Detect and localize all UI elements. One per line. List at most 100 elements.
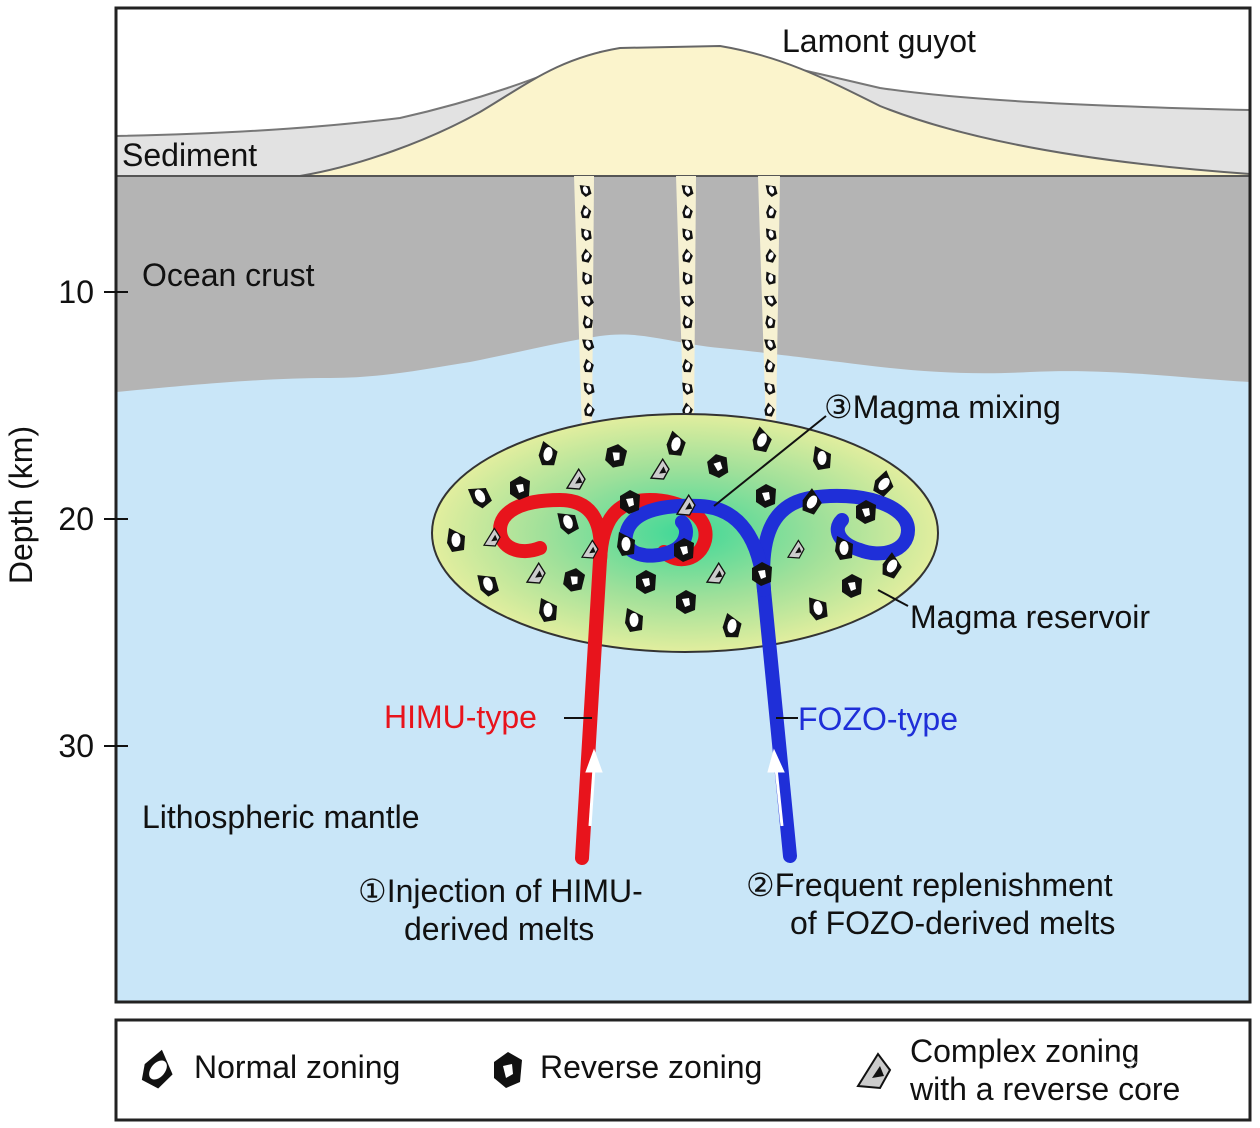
complex-zoning-crystal (675, 493, 696, 516)
flow-arrows (585, 748, 785, 827)
reverse-zoning-crystal (605, 444, 628, 468)
fozo-feeder (756, 488, 915, 863)
magma-mixing-leader (713, 415, 827, 507)
normal-zoning-crystal (666, 430, 686, 456)
step2-label-line2: of FOZO-derived melts (790, 905, 1115, 941)
magma-conduits (574, 176, 780, 432)
complex-zoning-crystal (580, 539, 599, 559)
conduit-crystals (579, 185, 778, 417)
normal-zoning-crystal (764, 339, 777, 351)
magma-reservoir-label: Magma reservoir (910, 599, 1150, 635)
depth-axis-label: Depth (km) (3, 426, 39, 584)
fozo-type-label: FOZO-type (798, 701, 958, 737)
normal-zoning-crystal (764, 402, 775, 417)
complex-zoning-crystal (649, 457, 670, 480)
normal-zoning-crystal (582, 339, 595, 351)
normal-zoning-crystal (539, 598, 557, 622)
normal-zoning-crystal (835, 536, 853, 560)
cross-section: Lamont guyot Sediment Ocean crust Lithos… (116, 8, 1250, 1002)
complex-zoning-crystal (482, 527, 501, 547)
depth-axis: Depth (km) 10 20 30 (3, 274, 128, 764)
normal-zoning-crystal (809, 597, 828, 621)
normal-zoning-crystal (583, 358, 594, 373)
normal-zoning-crystal (477, 575, 499, 597)
reservoir-crystals (447, 426, 902, 638)
complex-zoning-crystal (525, 561, 546, 584)
reverse-zoning-crystal (674, 538, 694, 562)
normal-zoning-crystal (682, 382, 694, 395)
legend-complex-zoning-line1: Complex zoning (910, 1033, 1139, 1069)
complex-zoning-crystal (565, 467, 586, 490)
normal-zoning-crystal (538, 440, 558, 466)
normal-zoning-crystal (681, 339, 694, 351)
normal-zoning-crystal (582, 271, 592, 285)
legend-reverse-zoning: Reverse zoning (540, 1049, 762, 1085)
magma-mixing-label: ③Magma mixing (824, 389, 1061, 425)
tick-label-30: 30 (58, 728, 94, 764)
normal-zoning-crystal (682, 248, 693, 263)
normal-zoning-crystal (682, 228, 693, 241)
normal-zoning-crystal (764, 358, 776, 373)
normal-zoning-crystal (764, 382, 776, 395)
watermark: 海洋一所 (1100, 1056, 1212, 1089)
lithospheric-mantle-label: Lithospheric mantle (142, 799, 419, 835)
normal-zoning-crystal (752, 426, 772, 453)
normal-zoning-crystal (625, 608, 643, 632)
normal-zoning-crystal (582, 315, 593, 329)
normal-zoning-crystal (583, 382, 595, 395)
himu-type-label: HIMU-type (384, 699, 537, 735)
reverse-zoning-crystal (756, 484, 776, 508)
reverse-zoning-crystal (636, 570, 656, 594)
normal-zoning-crystal (557, 513, 579, 535)
reverse-zoning-crystal (856, 500, 876, 524)
normal-zoning-icon (141, 1049, 173, 1089)
normal-zoning-crystal (682, 204, 693, 219)
complex-zoning-crystal (786, 539, 805, 559)
legend-complex-zoning-line2: with a reverse core (909, 1071, 1180, 1107)
reverse-zoning-icon (494, 1052, 522, 1088)
reverse-zoning-crystal (510, 476, 530, 500)
legend: Normal zoning Reverse zoning Complex zon… (114, 1018, 1252, 1122)
normal-zoning-crystal (763, 295, 778, 307)
normal-zoning-crystal (467, 488, 492, 509)
reverse-zoning-crystal (676, 590, 696, 614)
legend-frame (114, 1018, 1252, 1122)
normal-zoning-crystal (682, 271, 693, 285)
normal-zoning-crystal (765, 271, 776, 285)
tick-label-10: 10 (58, 274, 94, 310)
sediment-label: Sediment (122, 137, 257, 173)
himu-feeder (493, 493, 608, 865)
normal-zoning-crystal (765, 315, 776, 329)
reverse-zoning-crystal (707, 454, 729, 478)
fozo-arrow-shaft (774, 767, 784, 827)
normal-zoning-crystal (682, 358, 693, 373)
tick-label-20: 20 (58, 501, 94, 537)
normal-zoning-crystal (873, 470, 894, 497)
diagram-title: Lamont guyot (782, 23, 976, 59)
step1-label-line1: ①Injection of HIMU- (358, 873, 643, 909)
normal-zoning-crystal (765, 185, 778, 197)
normal-zoning-crystal (766, 204, 777, 219)
normal-zoning-crystal (765, 248, 777, 263)
himu-arrow-shaft (588, 767, 596, 827)
reverse-zoning-crystal (620, 490, 640, 514)
normal-zoning-crystal (580, 204, 592, 219)
reverse-zoning-crystal (752, 562, 772, 586)
normal-zoning-crystal (882, 552, 902, 579)
himu-arrow-head (585, 748, 603, 773)
lamont-guyot-seamount (299, 44, 1250, 177)
legend-normal-zoning: Normal zoning (194, 1049, 400, 1085)
magma-reservoir-leader (877, 589, 909, 607)
complex-zoning-icon (856, 1052, 892, 1090)
normal-zoning-crystal (447, 528, 465, 552)
normal-zoning-crystal (579, 185, 592, 197)
normal-zoning-crystal (681, 185, 694, 197)
ocean-crust-label: Ocean crust (142, 257, 315, 293)
step2-label-line1: ②Frequent replenishment (746, 867, 1113, 903)
cross-section-frame (114, 6, 1252, 1004)
reverse-zoning-crystal (842, 574, 862, 598)
leader-lines (564, 415, 909, 719)
normal-zoning-crystal (617, 532, 635, 556)
normal-zoning-crystal (581, 228, 592, 241)
normal-zoning-crystal (813, 446, 831, 470)
